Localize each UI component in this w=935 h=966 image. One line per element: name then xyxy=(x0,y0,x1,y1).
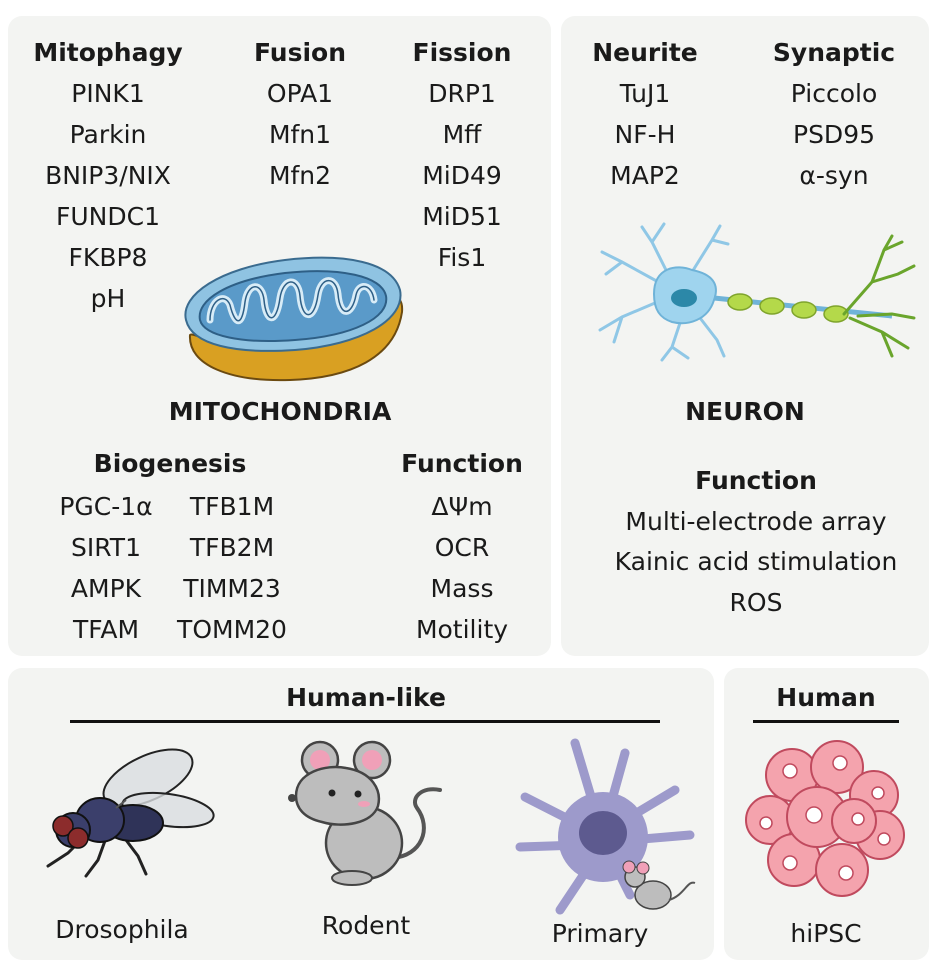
biogenesis-heading: Biogenesis xyxy=(93,449,247,478)
rodent-label: Rodent xyxy=(321,911,411,940)
fusion-item: Mfn1 xyxy=(268,120,332,149)
mitophagy-item: PINK1 xyxy=(71,79,145,108)
mitophagy-item: pH xyxy=(90,284,126,313)
fission-heading: Fission xyxy=(412,38,512,67)
neuron-title: NEURON xyxy=(685,397,805,426)
fusion-item: Mfn2 xyxy=(268,161,332,190)
fission-item: Mff xyxy=(442,120,482,149)
mito-function-item: Motility xyxy=(415,615,509,644)
biogenesis-item: AMPK xyxy=(70,574,142,603)
neurite-item: MAP2 xyxy=(610,161,680,190)
mitophagy-item: BNIP3/NIX xyxy=(45,161,171,190)
mito-function-item: OCR xyxy=(434,533,490,562)
mito-function-heading: Function xyxy=(401,449,523,478)
biogenesis-item: TFAM xyxy=(72,615,140,644)
biogenesis-item: TIMM23 xyxy=(183,574,281,603)
drosophila-label: Drosophila xyxy=(55,915,189,944)
mito-function-item: Mass xyxy=(430,574,494,603)
biogenesis-item: TOMM20 xyxy=(177,615,287,644)
primary-label: Primary xyxy=(551,919,649,948)
mitophagy-item: Parkin xyxy=(69,120,147,149)
fusion-item: OPA1 xyxy=(266,79,334,108)
mitochondria-title: MITOCHONDRIA xyxy=(168,397,392,426)
biogenesis-item: TFB2M xyxy=(189,533,275,562)
neuron-function-item: Multi-electrode array xyxy=(625,507,887,536)
human-heading: Human xyxy=(776,683,876,712)
fission-item: Fis1 xyxy=(437,243,487,272)
rodent-illustration xyxy=(288,740,442,886)
human-like-rule xyxy=(70,720,660,723)
mitophagy-heading: Mitophagy xyxy=(33,38,183,67)
human-rule xyxy=(753,720,899,723)
synaptic-item: Piccolo xyxy=(790,79,878,108)
fusion-heading: Fusion xyxy=(253,38,347,67)
biogenesis-item: TFB1M xyxy=(189,492,275,521)
biogenesis-item: SIRT1 xyxy=(71,533,141,562)
hipsc-label: hiPSC xyxy=(790,919,862,948)
neurite-item: TuJ1 xyxy=(619,79,671,108)
human-like-heading: Human-like xyxy=(286,683,446,712)
mito-function-item: ΔΨm xyxy=(431,492,493,521)
neurite-heading: Neurite xyxy=(592,38,698,67)
mitophagy-item: FKBP8 xyxy=(68,243,148,272)
hipsc-illustration xyxy=(745,740,905,897)
primary-cell-illustration xyxy=(515,738,696,915)
neuron-function-item: Kainic acid stimulation xyxy=(614,547,898,576)
synaptic-item: PSD95 xyxy=(792,120,876,149)
biogenesis-item: PGC-1α xyxy=(59,492,153,521)
neuron-function-item: ROS xyxy=(729,588,783,617)
fission-item: DRP1 xyxy=(428,79,496,108)
mitophagy-item: FUNDC1 xyxy=(56,202,160,231)
neurite-item: NF-H xyxy=(614,120,676,149)
neuron-panel xyxy=(561,16,929,656)
fission-item: MiD51 xyxy=(422,202,502,231)
synaptic-item: α-syn xyxy=(799,161,869,190)
neuron-function-heading: Function xyxy=(695,466,817,495)
fission-item: MiD49 xyxy=(422,161,502,190)
drosophila-illustration xyxy=(46,748,215,878)
synaptic-heading: Synaptic xyxy=(772,38,896,67)
mitochondrion-illustration xyxy=(184,256,404,382)
neuron-illustration xyxy=(598,222,916,362)
